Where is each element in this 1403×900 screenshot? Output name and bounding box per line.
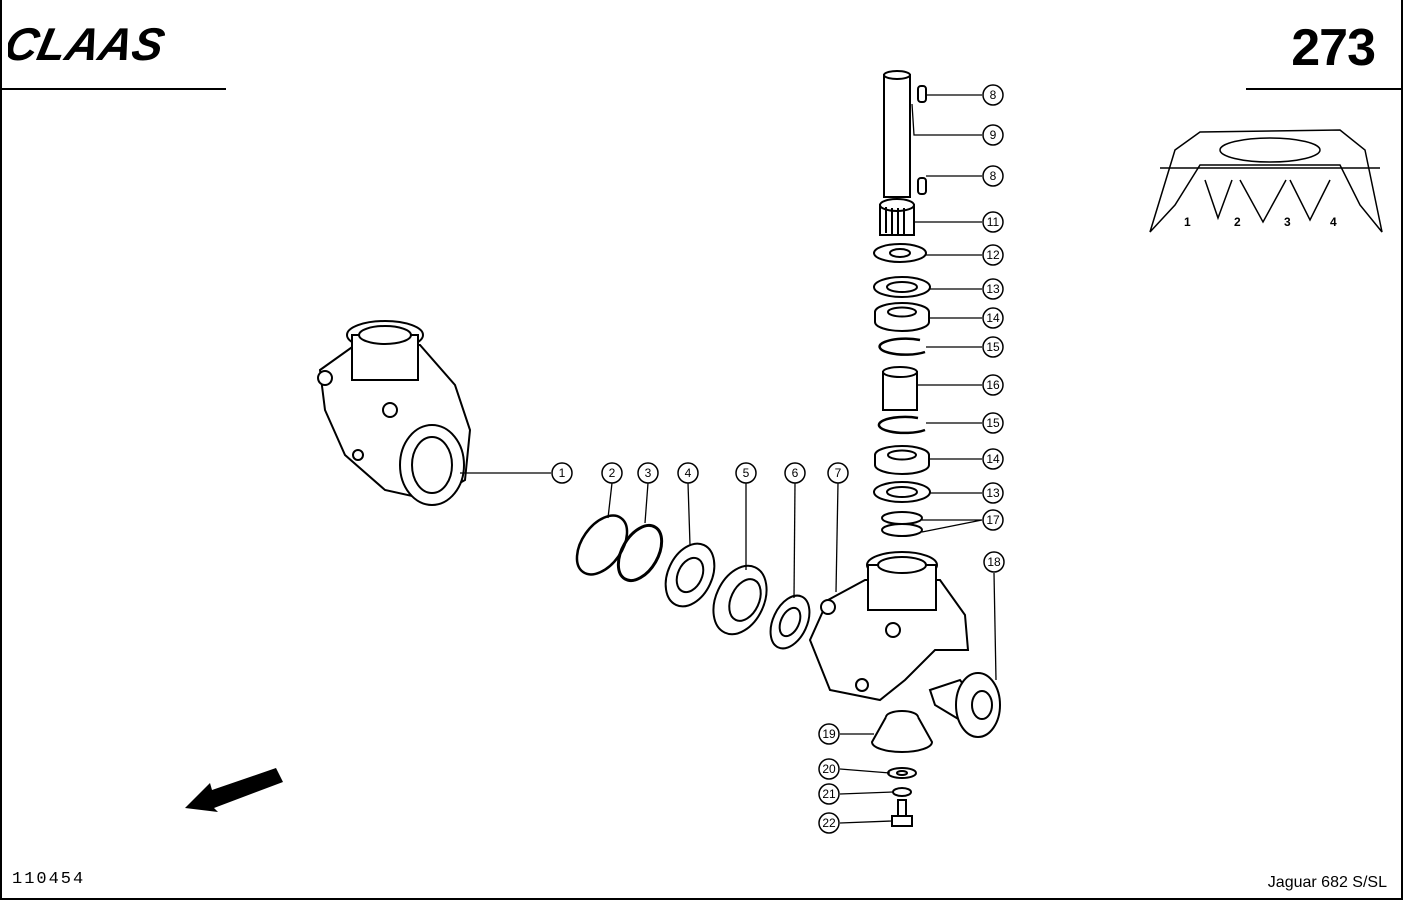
callout-8-bottom: 8 xyxy=(982,165,1004,187)
bevel-gear-19 xyxy=(870,710,934,753)
svg-text:11: 11 xyxy=(987,215,1000,229)
model-label: Jaguar 682 S/SL xyxy=(1267,874,1387,891)
svg-text:2: 2 xyxy=(609,466,616,480)
seal-housing-4 xyxy=(664,542,716,608)
lock-washer-21 xyxy=(892,787,912,797)
callout-15-top: 15 xyxy=(982,336,1004,358)
svg-text:6: 6 xyxy=(792,466,799,480)
bearing-14-top xyxy=(874,302,930,332)
callout-22: 22 xyxy=(818,812,840,834)
callout-14-top: 14 xyxy=(982,307,1004,329)
doc-number: 110454 xyxy=(12,870,86,889)
svg-text:16: 16 xyxy=(986,378,1000,392)
svg-text:8: 8 xyxy=(990,169,997,183)
svg-text:3: 3 xyxy=(645,466,652,480)
inset-labels: 1 2 3 4 xyxy=(1184,215,1337,229)
header-inset-illustration xyxy=(1149,129,1383,233)
callout-8-top: 8 xyxy=(982,84,1004,106)
inset-label-3: 3 xyxy=(1284,215,1291,229)
callout-2: 2 xyxy=(601,462,623,484)
callout-1: 1 xyxy=(551,462,573,484)
svg-text:14: 14 xyxy=(986,311,1000,325)
washer-12 xyxy=(873,243,927,263)
callout-4: 4 xyxy=(677,462,699,484)
callout-7: 7 xyxy=(827,462,849,484)
direction-arrow-icon xyxy=(185,768,283,812)
callout-20: 20 xyxy=(818,758,840,780)
callout-5: 5 xyxy=(735,462,757,484)
bearing-14-bottom xyxy=(874,445,930,475)
callout-6: 6 xyxy=(784,462,806,484)
circlip-15-bottom xyxy=(877,415,926,435)
callout-3: 3 xyxy=(637,462,659,484)
seal-6 xyxy=(769,594,811,650)
washer-20 xyxy=(887,767,917,779)
claas-logo: CLAAS xyxy=(0,18,238,71)
logo-text: CLAAS xyxy=(8,22,169,66)
leader-lines xyxy=(460,94,997,824)
callout-12: 12 xyxy=(982,244,1004,266)
svg-text:13: 13 xyxy=(986,486,1000,500)
shaft-9 xyxy=(883,70,927,198)
svg-text:12: 12 xyxy=(986,248,1000,262)
svg-text:13: 13 xyxy=(986,282,1000,296)
callout-9: 9 xyxy=(982,124,1004,146)
callout-18: 18 xyxy=(983,551,1005,573)
svg-text:17: 17 xyxy=(986,513,1000,527)
callout-13-top: 13 xyxy=(982,278,1004,300)
callout-21: 21 xyxy=(818,783,840,805)
callout-15-bottom: 15 xyxy=(982,412,1004,434)
svg-text:5: 5 xyxy=(743,466,750,480)
inset-label-4: 4 xyxy=(1330,215,1337,229)
callout-19: 19 xyxy=(818,723,840,745)
svg-text:15: 15 xyxy=(986,340,1000,354)
housing-right xyxy=(808,551,970,702)
inset-label-2: 2 xyxy=(1234,215,1241,229)
bearing-5 xyxy=(712,564,768,636)
svg-text:7: 7 xyxy=(835,466,842,480)
callout-17: 17 xyxy=(982,509,1004,531)
circlip-2 xyxy=(575,514,629,576)
svg-text:20: 20 xyxy=(822,762,836,776)
svg-text:9: 9 xyxy=(990,128,997,142)
svg-text:1: 1 xyxy=(559,466,566,480)
callout-16: 16 xyxy=(982,374,1004,396)
svg-text:8: 8 xyxy=(990,88,997,102)
svg-text:14: 14 xyxy=(986,452,1000,466)
gear-11 xyxy=(879,198,915,236)
circlip-15-top xyxy=(878,337,926,356)
seal-13-top xyxy=(873,276,931,298)
seal-13-bottom xyxy=(873,481,931,503)
svg-text:19: 19 xyxy=(822,727,836,741)
shims-17 xyxy=(881,511,923,537)
callout-13-bottom: 13 xyxy=(982,482,1004,504)
page-number: 273 xyxy=(1291,19,1376,77)
bevel-gear-18 xyxy=(928,672,1001,738)
bolt-22 xyxy=(891,799,913,827)
callout-14-bottom: 14 xyxy=(982,448,1004,470)
svg-text:15: 15 xyxy=(986,416,1000,430)
callout-11: 11 xyxy=(982,211,1004,233)
inset-label-1: 1 xyxy=(1184,215,1191,229)
spacer-16 xyxy=(882,366,918,411)
svg-text:22: 22 xyxy=(822,816,836,830)
svg-text:18: 18 xyxy=(987,555,1001,569)
housing-left xyxy=(317,320,472,506)
ring-3 xyxy=(616,524,664,582)
svg-text:21: 21 xyxy=(822,787,836,801)
svg-text:4: 4 xyxy=(685,466,692,480)
